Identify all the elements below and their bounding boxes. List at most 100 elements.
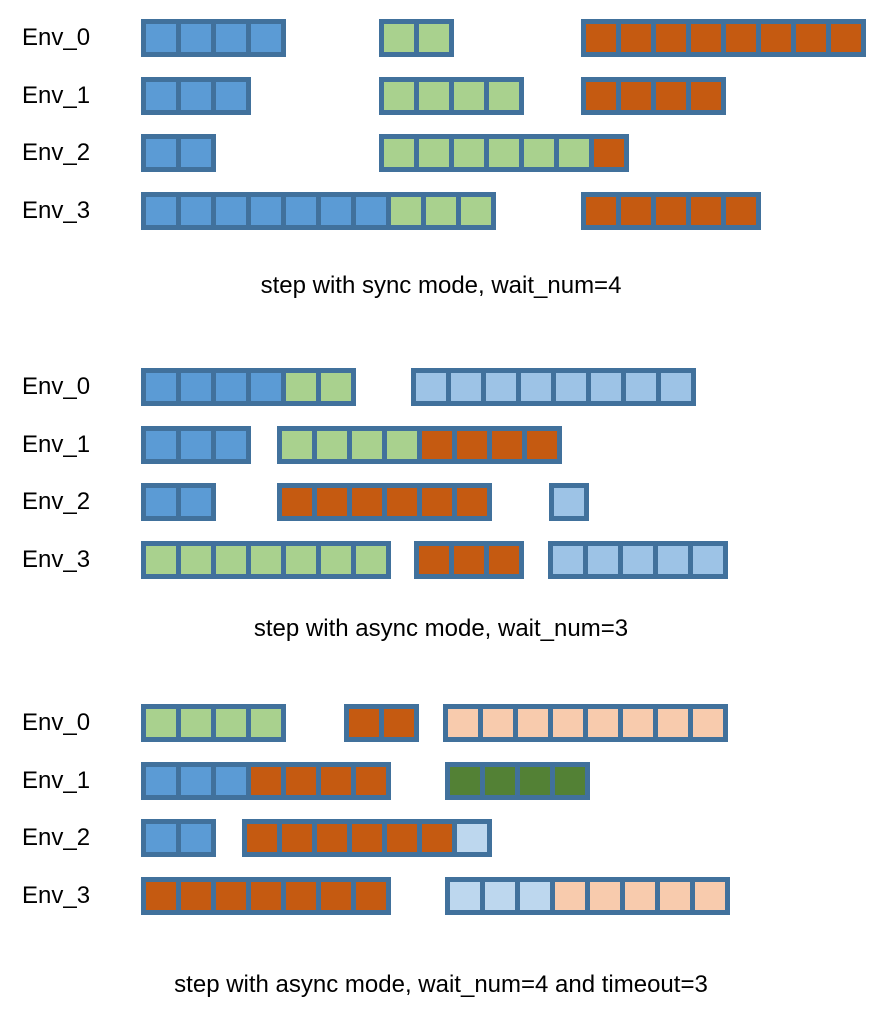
step-bar xyxy=(411,368,696,406)
step-block-orange xyxy=(492,431,522,459)
step-block-blue xyxy=(146,824,176,852)
step-block-orange xyxy=(454,546,484,574)
step-block-green xyxy=(384,139,414,167)
step-block-orange xyxy=(422,488,452,516)
step-block-orange xyxy=(761,24,791,52)
step-block-orange xyxy=(282,824,312,852)
step-block-blue xyxy=(216,82,246,110)
step-bar xyxy=(379,77,524,115)
step-block-light-blue xyxy=(588,546,618,574)
step-block-green xyxy=(321,373,351,401)
step-block-blue xyxy=(181,373,211,401)
step-block-dark-green xyxy=(485,767,515,795)
step-block-light-blue xyxy=(626,373,656,401)
step-block-pale-blue xyxy=(450,882,480,910)
step-block-dark-green xyxy=(555,767,585,795)
step-block-light-blue xyxy=(416,373,446,401)
step-block-green xyxy=(384,24,414,52)
step-block-green xyxy=(251,709,281,737)
step-bar xyxy=(581,192,761,230)
env-label: Env_0 xyxy=(22,373,91,400)
step-bar xyxy=(277,426,562,464)
step-block-orange xyxy=(457,431,487,459)
step-block-blue xyxy=(216,431,246,459)
step-bar xyxy=(141,19,286,57)
step-block-blue xyxy=(146,82,176,110)
step-block-blue xyxy=(181,197,211,225)
step-block-orange xyxy=(349,709,379,737)
step-block-orange xyxy=(247,824,277,852)
step-block-orange xyxy=(796,24,826,52)
step-block-green xyxy=(419,24,449,52)
step-bar xyxy=(141,762,391,800)
step-block-green xyxy=(286,373,316,401)
step-bar xyxy=(242,819,492,857)
step-block-light-blue xyxy=(556,373,586,401)
step-block-orange xyxy=(621,82,651,110)
step-block-blue xyxy=(146,24,176,52)
step-block-blue xyxy=(181,767,211,795)
step-block-pale-blue xyxy=(520,882,550,910)
step-block-orange xyxy=(181,882,211,910)
step-block-orange xyxy=(146,882,176,910)
step-bar xyxy=(141,77,251,115)
step-block-blue xyxy=(181,82,211,110)
step-block-peach xyxy=(588,709,618,737)
step-block-orange xyxy=(422,824,452,852)
step-block-blue xyxy=(146,488,176,516)
step-bar xyxy=(141,192,496,230)
step-block-orange xyxy=(387,488,417,516)
step-bar xyxy=(443,704,728,742)
step-block-orange xyxy=(286,882,316,910)
step-block-green xyxy=(387,431,417,459)
step-block-green xyxy=(181,546,211,574)
env-label: Env_3 xyxy=(22,197,91,224)
step-block-peach xyxy=(693,709,723,737)
step-block-orange xyxy=(321,767,351,795)
step-block-blue xyxy=(181,488,211,516)
step-block-orange xyxy=(656,197,686,225)
step-bar xyxy=(141,541,391,579)
step-block-green xyxy=(286,546,316,574)
env-label: Env_1 xyxy=(22,767,91,794)
step-block-blue xyxy=(216,373,246,401)
step-block-light-blue xyxy=(521,373,551,401)
step-block-orange xyxy=(422,431,452,459)
step-block-pale-blue xyxy=(485,882,515,910)
panel-caption-sync: step with sync mode, wait_num=4 xyxy=(260,272,622,299)
env-label: Env_1 xyxy=(22,431,91,458)
step-block-orange xyxy=(317,824,347,852)
step-block-orange xyxy=(384,709,414,737)
step-block-green xyxy=(356,546,386,574)
step-block-orange xyxy=(586,24,616,52)
step-bar xyxy=(414,541,524,579)
step-block-orange xyxy=(831,24,861,52)
step-bar xyxy=(344,704,419,742)
step-block-green xyxy=(454,82,484,110)
step-block-peach xyxy=(660,882,690,910)
step-block-light-blue xyxy=(486,373,516,401)
step-block-green xyxy=(216,546,246,574)
step-block-blue xyxy=(181,139,211,167)
step-block-peach xyxy=(625,882,655,910)
step-block-light-blue xyxy=(658,546,688,574)
step-bar xyxy=(141,368,356,406)
step-bar xyxy=(277,483,492,521)
env-label: Env_1 xyxy=(22,82,91,109)
step-block-peach xyxy=(658,709,688,737)
step-block-orange xyxy=(621,24,651,52)
step-block-light-blue xyxy=(591,373,621,401)
env-label: Env_0 xyxy=(22,24,91,51)
env-label: Env_3 xyxy=(22,546,91,573)
step-block-orange xyxy=(656,24,686,52)
step-bar xyxy=(141,704,286,742)
step-block-orange xyxy=(621,197,651,225)
step-block-peach xyxy=(590,882,620,910)
step-bar xyxy=(548,541,728,579)
step-block-blue xyxy=(251,197,281,225)
step-block-orange xyxy=(387,824,417,852)
step-bar xyxy=(379,134,629,172)
step-block-blue xyxy=(146,373,176,401)
step-block-green xyxy=(181,709,211,737)
env-label: Env_0 xyxy=(22,709,91,736)
